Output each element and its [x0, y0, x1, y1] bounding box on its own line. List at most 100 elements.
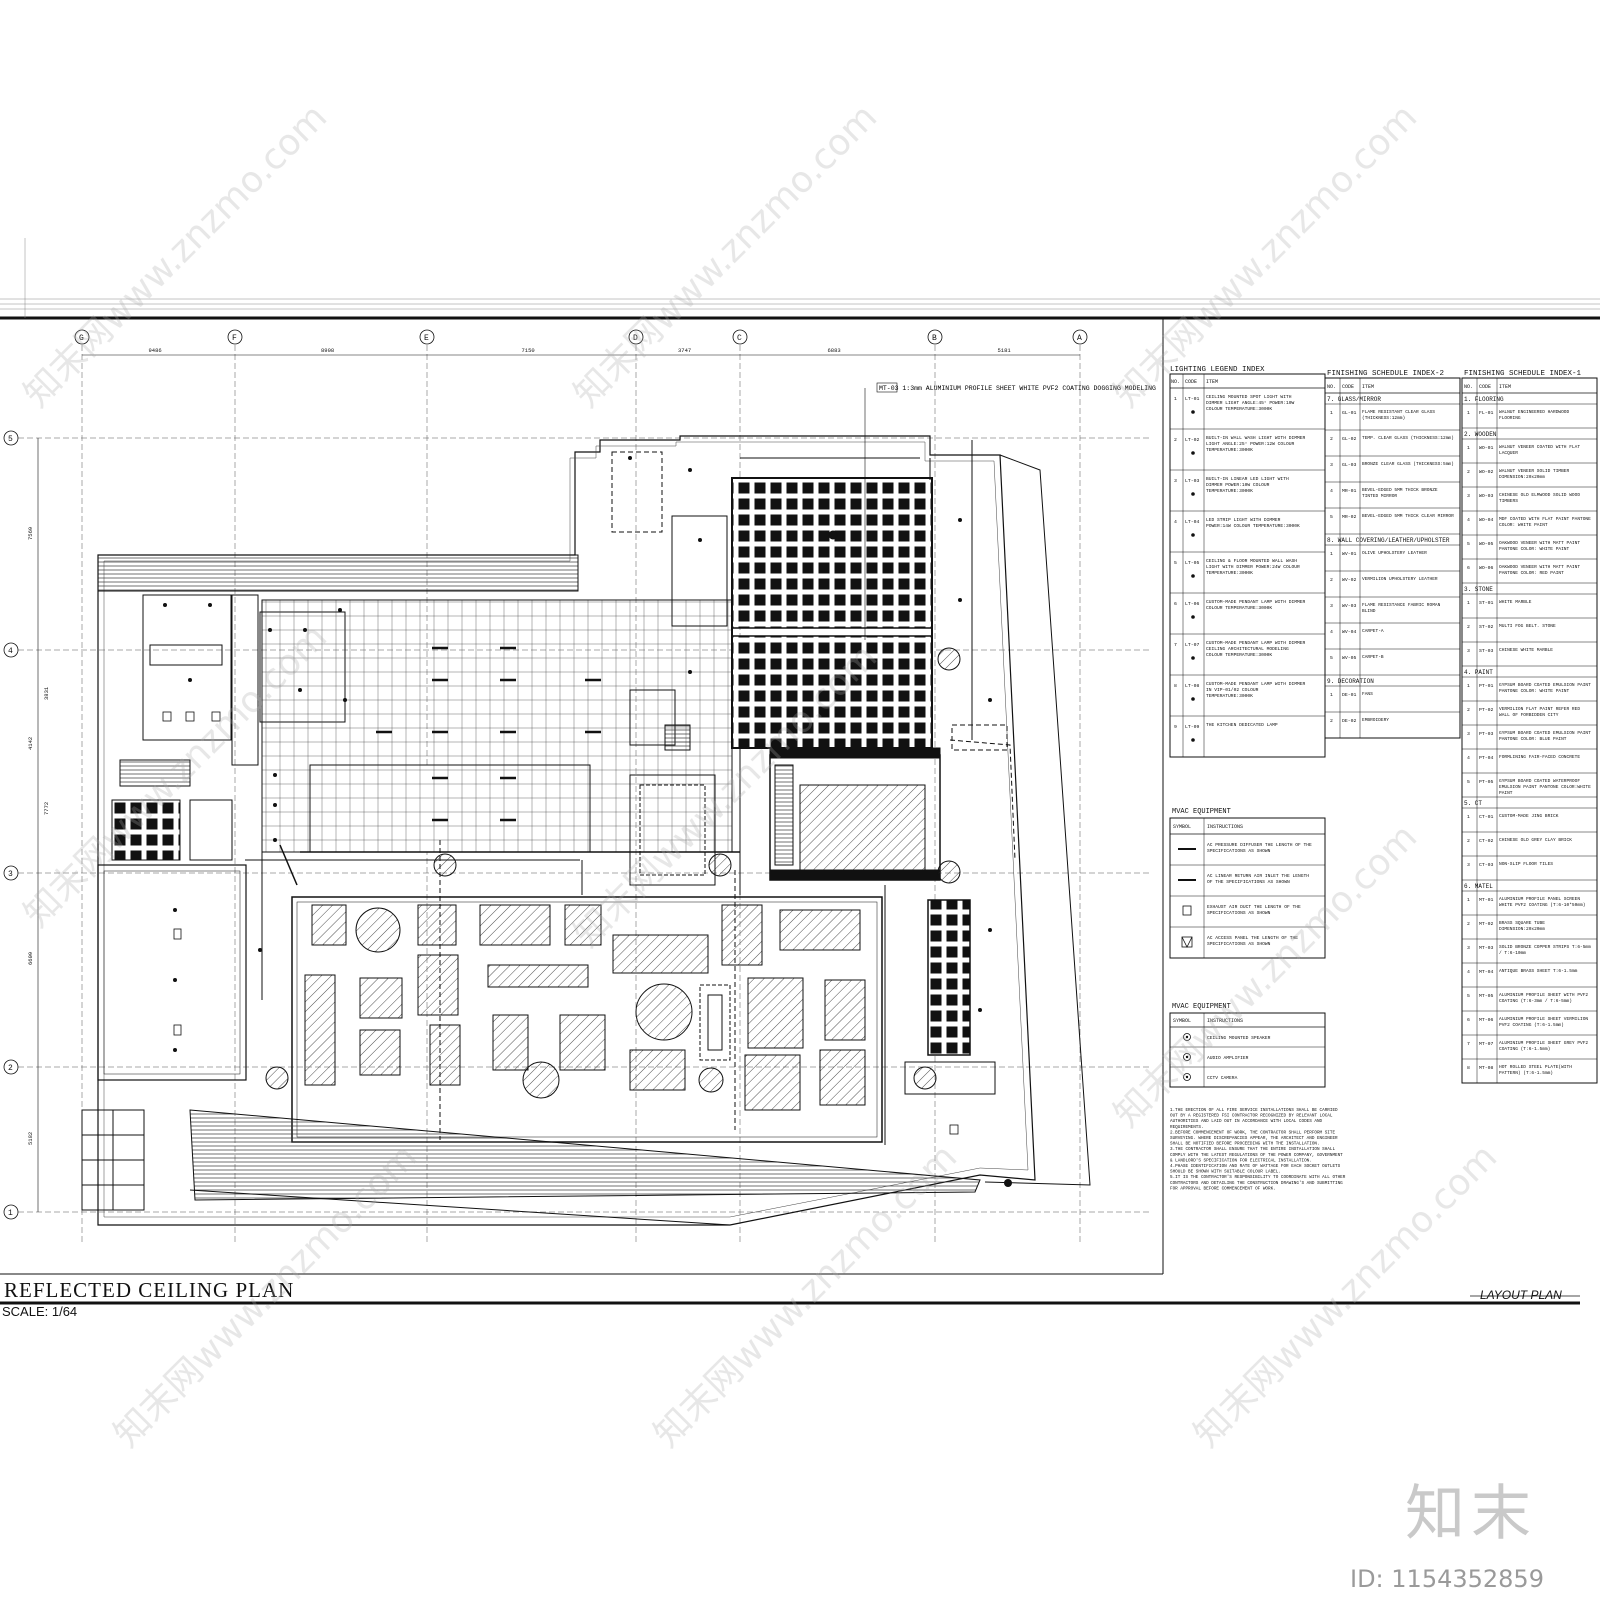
fixture-symbol	[1191, 410, 1195, 414]
row-code: LT-09	[1185, 724, 1200, 730]
row-code: WO-03	[1479, 493, 1494, 499]
text-line: FORMLINING FAIR-FACED CONCRETE	[1499, 754, 1580, 760]
row-no: 2	[1467, 469, 1470, 475]
row-code: LT-07	[1185, 642, 1200, 648]
text-line: TEMPERATURE:3000K	[1206, 693, 1253, 699]
text-line: WALNUT ENGINEERED HARDWOOD	[1499, 409, 1570, 415]
row-no: 4	[1467, 969, 1470, 975]
grid-bubble-col	[927, 329, 943, 345]
row-item: TEMP. CLEAR GLASS (THICKNESS:12mm)	[1362, 435, 1454, 441]
row-no: 8	[1467, 1065, 1470, 1071]
text-line: ALUMINIUM PROFILE SHEET VERMILION	[1499, 1016, 1588, 1022]
text-line: OAKWOOD VENEER WITH MATT PAINT	[1499, 564, 1580, 570]
text-line: COLOUR TEMPERATURE:3000K	[1206, 605, 1272, 611]
text-line: PANTONE COLOR: RED PAINT	[1499, 570, 1564, 576]
row-item: CARPET-B	[1362, 654, 1384, 660]
brand-logo: 知末	[1405, 1479, 1537, 1549]
text-line: COLOR: WHITE PAINT	[1499, 522, 1548, 528]
general-note: 1.THE ERECTION OF ALL FIRE SERVICE INSTA…	[1170, 1108, 1338, 1130]
grid-bubble-col	[1072, 329, 1088, 345]
sheet-frame	[0, 238, 1600, 1305]
dimension-label-col: 5181	[998, 347, 1012, 354]
table-header: SYMBOL	[1173, 824, 1191, 830]
row-code: LT-04	[1185, 519, 1200, 525]
row-no: 2	[1467, 624, 1470, 630]
row-no: 4	[1467, 517, 1470, 523]
text-line: PANTONE COLOR: WHITE PAINT	[1499, 546, 1570, 552]
row-code: ST-01	[1479, 600, 1494, 606]
text-line: BEVEL-EDGED 5MM THICK BRONZE	[1362, 487, 1438, 493]
table-header: ITEM	[1206, 379, 1218, 385]
row-code: WV-03	[1342, 603, 1357, 609]
text-line: 4.PHASE IDENTIFICATION AND RATE OF WATTA…	[1170, 1164, 1341, 1169]
table-header: NO.	[1171, 379, 1180, 385]
row-code: MT-05	[1479, 993, 1494, 999]
fixture-symbol	[1191, 615, 1195, 619]
row-no: 5	[1467, 541, 1470, 547]
text-line: ALUMINIUM PROFILE SHEET GREY PVF2	[1499, 1040, 1588, 1046]
row-code: LT-05	[1185, 560, 1200, 566]
grid-label-row: 3	[8, 870, 13, 879]
text-line: DIMMER POWER:10W COLOUR	[1206, 482, 1270, 488]
finishing-section: 7. GLASS/MIRROR	[1327, 396, 1381, 403]
text-line: OLIVE UPHOLSTERY LEATHER	[1362, 550, 1427, 556]
text-line: BRASS SQUARE TUBE	[1499, 920, 1545, 926]
grid-label-row: 1	[8, 1209, 13, 1218]
fixture-symbol	[1191, 656, 1195, 660]
grid-bubble-row	[3, 430, 19, 446]
row-code: PT-02	[1479, 707, 1494, 713]
amplifier-icon	[1185, 1055, 1189, 1059]
row-item: ANTIQUE BRASS SHEET T:6-1.5mm	[1499, 968, 1578, 974]
row-no: 1	[1467, 683, 1470, 689]
row-code: LT-06	[1185, 601, 1200, 607]
text-line: GYPSUM BOARD COATED WATERPROOF	[1499, 778, 1580, 784]
row-no: 3	[1330, 603, 1333, 609]
text-line: AC ACCESS PANEL THE LENGTH OF THE	[1207, 935, 1298, 941]
text-line: LED STRIP LIGHT WITH DIMMER	[1206, 517, 1281, 523]
finishing-section: 8. WALL COVERING/LEATHER/UPHOLSTER	[1327, 537, 1450, 544]
row-no: 1	[1330, 692, 1333, 698]
row-no: 5	[1174, 560, 1177, 566]
text-line: ANTIQUE BRASS SHEET T:6-1.5mm	[1499, 968, 1578, 974]
text-line: SHALL BE NOTIFIED BEFORE PROCEEDING WITH…	[1170, 1142, 1320, 1147]
row-item: FLAME RESISTANT CLEAR GLASS(THICKNESS:12…	[1362, 409, 1435, 421]
dimension-label-col: 6883	[828, 347, 841, 354]
row-item: CHINESE WHITE MARBLE	[1499, 647, 1553, 653]
row-item: CUSTOM-MADE JING BRICK	[1499, 813, 1559, 819]
text-line: SPECIFICATIONS AS SHOWN	[1207, 941, 1271, 947]
row-code: MT-03	[1479, 945, 1494, 951]
image-id: ID: 1154352859	[1350, 1565, 1544, 1593]
text-line: CUSTOM-MADE PENDANT LAMP WITH DIMMER	[1206, 681, 1305, 687]
text-line: DIMMER LIGHT ANGLE:45° POWER:10W	[1206, 400, 1294, 406]
row-no: 3	[1467, 493, 1470, 499]
mvac-table-1	[1169, 817, 1326, 959]
table-header: ITEM	[1499, 384, 1511, 390]
row-code: PT-05	[1479, 779, 1494, 785]
finishing-section: 3. STONE	[1464, 586, 1493, 593]
row-code: WO-01	[1479, 445, 1494, 451]
text-line: GYPSUM BOARD COATED EMULSION PAINT	[1499, 730, 1591, 736]
mvac-title: MVAC EQUIPMENT	[1172, 808, 1231, 816]
text-line: LACQUER	[1499, 450, 1518, 456]
text-line: LIGHT ANGLE:25° POWER:12W COLOUR	[1206, 441, 1294, 447]
text-line: NON-SLIP FLOOR TILES	[1499, 861, 1553, 867]
table-header: CODE	[1342, 384, 1354, 390]
text-line: MULTI FOG BELT. STONE	[1499, 623, 1556, 629]
text-line: / T:6-10mm	[1499, 950, 1526, 956]
text-line: PANTONE COLOR: WHITE PAINT	[1499, 688, 1570, 694]
dimension-label-col: 8908	[321, 347, 334, 354]
text-line: TIMBERS	[1499, 498, 1518, 504]
grid-bubble-col	[732, 329, 748, 345]
row-no: 6	[1467, 1017, 1470, 1023]
text-line: FLOORING	[1499, 415, 1521, 421]
table-header: CODE	[1185, 379, 1197, 385]
grid-bubble-row	[3, 865, 19, 881]
